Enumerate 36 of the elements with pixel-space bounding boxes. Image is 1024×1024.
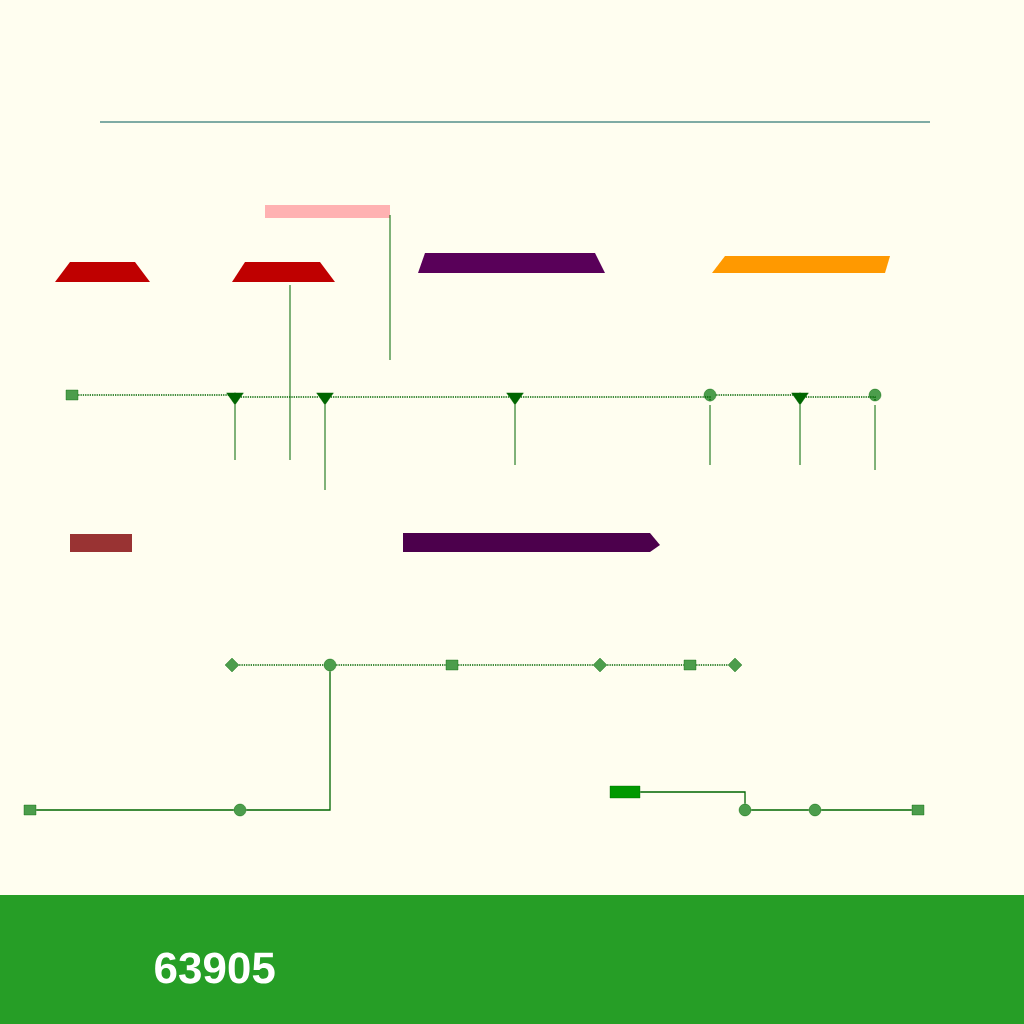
timeline-line (35, 809, 235, 811)
timeline-line (695, 664, 729, 666)
timeline-marker (506, 392, 524, 406)
timeline-marker (808, 803, 822, 817)
timeline-marker (703, 388, 717, 402)
timeline-marker (65, 389, 79, 401)
timeline-line (750, 809, 810, 811)
timeline-marker (738, 803, 752, 817)
timeline-marker (911, 804, 925, 816)
timeline-line (77, 392, 236, 396)
timeline-marker (23, 804, 37, 816)
timeline-line (715, 392, 801, 396)
timeline-line (520, 396, 711, 402)
timeline-line (639, 791, 746, 805)
timeline-line (240, 396, 320, 398)
timeline-marker (323, 658, 337, 672)
timeline-line (245, 670, 331, 811)
timeline-line (238, 664, 325, 666)
timeline-line (820, 809, 913, 811)
timeline-line (805, 396, 876, 402)
timeline-marker (727, 657, 743, 673)
timeline-marker (592, 657, 608, 673)
timeline-marker (791, 392, 809, 406)
timeline-marker (226, 392, 244, 406)
timeline-marker (683, 659, 697, 671)
timeline-line (457, 664, 594, 666)
timeline-line (335, 664, 447, 666)
timeline-line (330, 396, 510, 398)
timeline-marker (868, 388, 882, 402)
timeline-marker (445, 659, 459, 671)
timeline-marker (224, 657, 240, 673)
timeline-line (606, 664, 685, 666)
timeline-marker (316, 392, 334, 406)
timeline-marker (233, 803, 247, 817)
footer-number: 63905 (155, 952, 275, 984)
timeline-marker (609, 785, 641, 799)
